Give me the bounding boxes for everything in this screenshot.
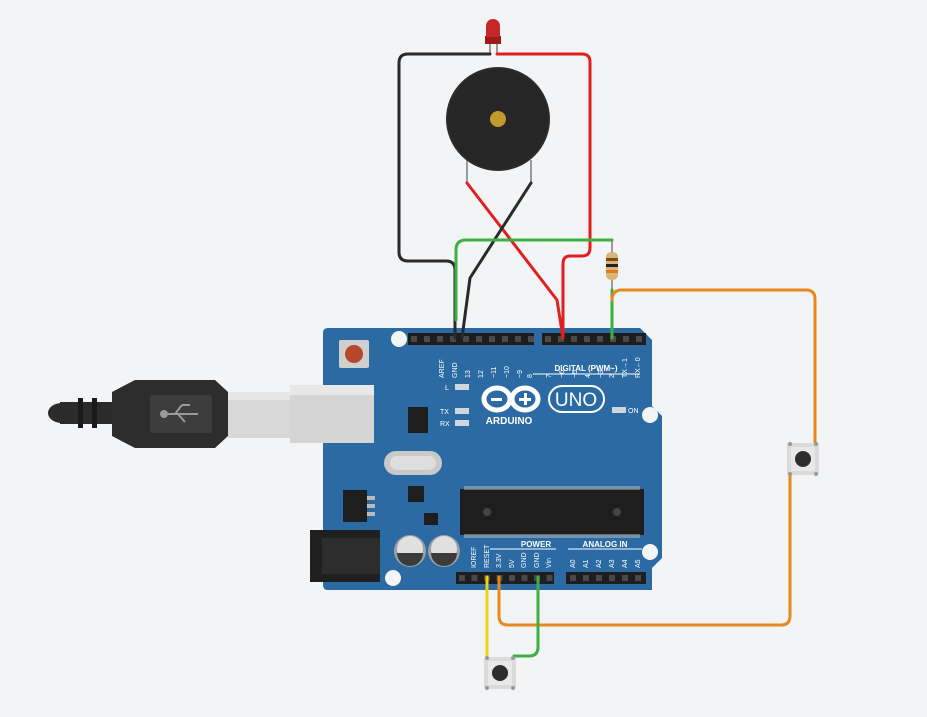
pin-label: ~9 <box>517 370 524 378</box>
power-jack <box>310 530 380 582</box>
pin-label: 13 <box>465 370 472 378</box>
pin-label: 7 <box>546 374 553 378</box>
digital-header[interactable] <box>408 333 646 345</box>
resistor[interactable] <box>606 240 618 290</box>
header-pin[interactable] <box>622 575 628 581</box>
chip <box>408 486 424 502</box>
led-tx-label: TX <box>440 409 449 416</box>
pin-label: GND <box>521 552 528 568</box>
reset-button[interactable] <box>339 340 369 368</box>
header-pin[interactable] <box>623 336 629 342</box>
red-led[interactable] <box>485 19 501 54</box>
pin-label: TX→1 <box>622 358 629 378</box>
analog-section-label: ANALOG IN <box>583 540 628 549</box>
pin-label: 8 <box>527 374 534 378</box>
pin-label: A3 <box>609 559 616 568</box>
header-pin[interactable] <box>558 336 564 342</box>
header-pin[interactable] <box>411 336 417 342</box>
pin-label: 5V <box>509 559 516 568</box>
header-pin[interactable] <box>545 336 551 342</box>
pin-label: ~10 <box>504 366 511 378</box>
pin-label: A1 <box>583 559 590 568</box>
wire-red-led <box>495 52 592 340</box>
pin-label: 2 <box>609 374 616 378</box>
mounting-hole <box>385 570 401 586</box>
led-l-label: L <box>445 385 449 392</box>
pin-label: A0 <box>570 559 577 568</box>
voltage-regulator <box>343 490 375 522</box>
pin-label: GND <box>452 362 459 378</box>
push-button-right[interactable] <box>787 442 819 476</box>
header-pin[interactable] <box>583 575 589 581</box>
arduino-logo: ARDUINO UNO <box>481 385 605 427</box>
header-pin[interactable] <box>597 336 603 342</box>
header-pin[interactable] <box>635 575 641 581</box>
header-pin[interactable] <box>546 575 553 581</box>
wire-green-gnd <box>512 575 540 658</box>
header-pin[interactable] <box>521 575 528 581</box>
chip <box>424 513 438 525</box>
header-pin[interactable] <box>471 575 478 581</box>
model-label: UNO <box>555 390 597 411</box>
header-pin[interactable] <box>636 336 642 342</box>
header-pin[interactable] <box>596 575 602 581</box>
pin-label: 4 <box>585 374 592 378</box>
wire-green-resistor <box>454 238 614 322</box>
pin-label: GND <box>534 552 541 568</box>
header-pin[interactable] <box>489 336 495 342</box>
pin-label: A5 <box>635 559 642 568</box>
header-pin[interactable] <box>528 336 534 342</box>
header-pin[interactable] <box>584 336 590 342</box>
wire-orange-button <box>610 288 817 452</box>
arduino-uno-board[interactable]: ARDUINO UNO L TX RX ON A <box>290 328 662 590</box>
header-pin[interactable] <box>437 336 443 342</box>
pin-label: ~11 <box>491 367 498 378</box>
header-pin[interactable] <box>424 336 430 342</box>
push-button-bottom[interactable] <box>484 656 516 690</box>
digital-section-label: DIGITAL (PWM~) <box>554 364 617 373</box>
header-pin[interactable] <box>450 336 456 342</box>
chip <box>408 407 428 433</box>
atmega-microcontroller <box>460 486 644 538</box>
wires[interactable] <box>397 52 817 658</box>
capacitor <box>428 535 460 567</box>
pin-label: Vin <box>546 558 553 568</box>
header-pin[interactable] <box>609 575 615 581</box>
pin-label: AREF <box>439 359 446 378</box>
header-pin[interactable] <box>571 336 577 342</box>
usb-symbol-icon <box>160 404 198 423</box>
header-pin[interactable] <box>459 575 465 581</box>
capacitor <box>394 535 426 567</box>
mounting-hole <box>642 407 658 423</box>
pin-label: A2 <box>596 559 603 568</box>
analog-header[interactable] <box>566 572 646 584</box>
led-rx-label: RX <box>440 421 450 428</box>
pin-label: RX←0 <box>635 357 642 378</box>
power-section-label: POWER <box>521 540 551 549</box>
header-pin[interactable] <box>463 336 469 342</box>
mounting-hole <box>391 331 407 347</box>
wire-red-buzzer <box>465 181 565 340</box>
usb-cable[interactable] <box>48 380 292 448</box>
led-on-label: ON <box>628 408 639 415</box>
mounting-hole <box>642 544 658 560</box>
wire-black-led <box>397 52 492 340</box>
pin-label: RESET <box>484 544 491 568</box>
header-pin[interactable] <box>570 575 576 581</box>
pin-label: IOREF <box>471 547 478 568</box>
pin-label: 3.3V <box>496 553 503 568</box>
wire-black-buzzer <box>460 181 533 340</box>
header-pin[interactable] <box>502 336 508 342</box>
header-pin[interactable] <box>476 336 482 342</box>
pin-label: A4 <box>622 559 629 568</box>
pin-label: 12 <box>478 370 485 378</box>
header-pin[interactable] <box>509 575 515 581</box>
header-pin[interactable] <box>515 336 521 342</box>
wire-orange-3v3 <box>497 468 792 627</box>
led-indicators: L TX RX ON <box>440 384 639 428</box>
brand-label: ARDUINO <box>486 416 533 427</box>
piezo-buzzer[interactable] <box>446 67 550 183</box>
